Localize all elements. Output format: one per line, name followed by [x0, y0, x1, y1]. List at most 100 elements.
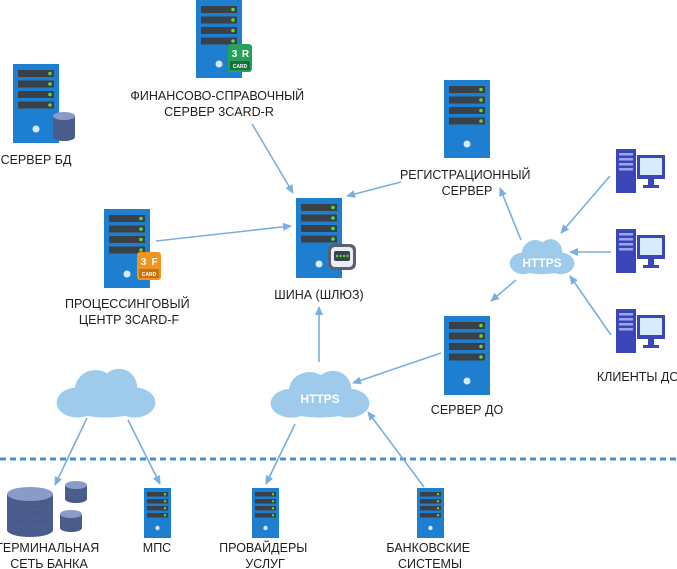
- server-led: [436, 507, 440, 510]
- pc-monitor-screen: [640, 238, 662, 255]
- server-slot: [147, 506, 168, 511]
- do-server-label: СЕРВЕР ДО: [431, 403, 504, 417]
- server-led: [48, 82, 52, 86]
- badge-f-num: 3: [141, 257, 147, 268]
- server-slot: [449, 96, 485, 104]
- server-led: [139, 216, 143, 221]
- server-led: [331, 216, 335, 220]
- server-led: [139, 248, 143, 252]
- pc-tower-slot: [619, 313, 633, 316]
- server-led: [331, 205, 335, 210]
- server-led: [231, 28, 235, 33]
- pc-tower-slot: [619, 158, 633, 161]
- pc-tower-slot: [619, 163, 633, 166]
- server-power-button: [463, 377, 471, 385]
- pc-tower-slot: [619, 318, 633, 321]
- server-led: [331, 237, 335, 241]
- db-layer-top: [60, 510, 82, 518]
- pc-monitor-stand: [648, 259, 654, 265]
- badge-r-card: CARD: [233, 64, 248, 70]
- pc-tower-slot: [619, 238, 633, 241]
- server-slot: [255, 506, 276, 511]
- bank-systems-label: БАНКОВСКИЕ СИСТЕМЫ: [386, 541, 473, 569]
- db-layer-top: [65, 481, 87, 489]
- router-icon: [328, 244, 356, 270]
- connection-arrow: [346, 181, 402, 198]
- server-power-button: [215, 60, 223, 68]
- providers-server-icon: [252, 488, 279, 538]
- server-led: [479, 98, 483, 102]
- server-led: [163, 514, 167, 517]
- server-led: [231, 39, 235, 43]
- server-slot: [109, 246, 145, 254]
- server-slot: [147, 499, 168, 504]
- server-led: [479, 119, 483, 123]
- server-slot: [301, 214, 337, 222]
- server-power-button: [123, 270, 131, 278]
- db-layer-top: [7, 487, 53, 501]
- server-led: [271, 514, 275, 517]
- server-slot: [109, 215, 145, 222]
- server-power-button: [263, 525, 268, 531]
- cloud-https-center-label: HTTPS: [300, 392, 339, 406]
- server-slot: [201, 27, 237, 34]
- pc-monitor-screen: [640, 158, 662, 175]
- connection-arrow: [560, 175, 611, 234]
- server-slot: [420, 499, 441, 504]
- server-led: [163, 500, 167, 503]
- mps-server-icon: [144, 488, 171, 538]
- finance-server-label: ФИНАНСОВО-СПРАВОЧНЫЙ СЕРВЕР 3CARD-R: [130, 88, 307, 119]
- db-server-label: СЕРВЕР БД: [1, 153, 72, 167]
- server-slot: [449, 343, 485, 350]
- cloud-https-right: HTTPS: [509, 239, 575, 275]
- server-power-button: [32, 125, 40, 133]
- server-led: [479, 344, 483, 349]
- server-slot: [147, 513, 168, 518]
- pc-tower-slot: [619, 243, 633, 246]
- server-slot: [18, 91, 54, 98]
- server-led: [271, 493, 275, 496]
- server-power-button: [155, 525, 160, 531]
- server-slot: [18, 80, 54, 88]
- cloud-puff: [67, 392, 145, 418]
- server-power-button: [315, 260, 323, 268]
- connection-arrow: [352, 352, 442, 385]
- db-layer-bottom: [53, 119, 75, 127]
- server-led: [48, 103, 52, 107]
- server-slot: [449, 117, 485, 125]
- server-led: [163, 493, 167, 496]
- processing-center-label: ПРОЦЕССИНГОВЫЙ ЦЕНТР 3CARD-F: [65, 296, 193, 327]
- pc-tower-slot: [619, 153, 633, 156]
- pc-tower: [616, 309, 636, 353]
- connection-arrow: [265, 423, 296, 485]
- server-slot: [301, 225, 337, 232]
- pc-tower: [616, 149, 636, 193]
- gateway-server-icon: [296, 198, 342, 278]
- db-layer-top: [53, 112, 75, 120]
- server-power-button: [428, 525, 433, 531]
- db-layer-bottom: [65, 495, 87, 503]
- server-led: [271, 500, 275, 503]
- connection-arrow: [54, 417, 88, 486]
- server-slot: [18, 101, 54, 109]
- clients-label: КЛИЕНТЫ ДО: [597, 370, 677, 384]
- registration-server-icon: [444, 80, 490, 158]
- client-pc-icon: [616, 309, 665, 353]
- server-slot: [109, 225, 145, 233]
- server-slot: [255, 499, 276, 504]
- pc-monitor-screen: [640, 318, 662, 335]
- 3card-f-badge-icon: 3 F CARD: [137, 252, 161, 280]
- db-small-icon: [53, 112, 75, 141]
- client-pc-icon: [616, 229, 665, 273]
- db-server-icon: [13, 64, 59, 143]
- do-server-icon: [444, 316, 490, 395]
- server-led: [436, 514, 440, 517]
- server-slot: [201, 37, 237, 45]
- server-slot: [301, 204, 337, 211]
- server-led: [231, 18, 235, 22]
- server-slot: [449, 332, 485, 340]
- server-led: [271, 507, 275, 510]
- server-led: [48, 71, 52, 76]
- server-slot: [255, 513, 276, 518]
- db-layer-bottom: [60, 524, 82, 532]
